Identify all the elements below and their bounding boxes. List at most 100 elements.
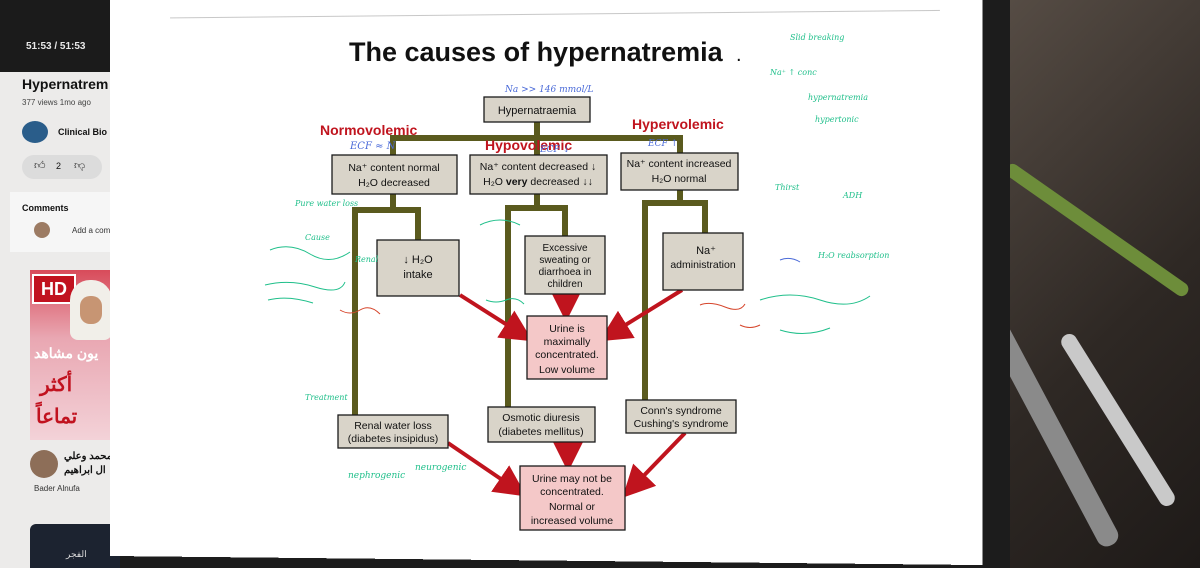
recommended-title-1[interactable]: محمد وعلي	[64, 451, 113, 462]
hyper-content-node: Na⁺ content increased H₂O normal	[620, 152, 739, 191]
urine1-line1: Urine is	[549, 323, 585, 335]
sweat-box	[524, 235, 606, 295]
sweat-line1: Excessive	[542, 243, 587, 254]
admin-line2: administration	[670, 259, 736, 271]
red-scribble-2	[699, 302, 746, 310]
video-player-bar[interactable]	[0, 0, 120, 72]
osmotic-node: Osmotic diuresis (diabetes mellitus)	[487, 406, 596, 443]
green-scribble-5	[779, 327, 831, 334]
arrow-intake-urine	[458, 293, 533, 342]
urine-concentrated-box	[526, 315, 608, 380]
renal-box	[337, 414, 449, 449]
admin-line1: Na⁺	[696, 245, 716, 257]
hypo-line2-post: decreased ↓↓	[527, 176, 592, 188]
thumbnail-face	[80, 296, 102, 324]
hd-badge: HD	[32, 274, 76, 304]
comments-label: Comments	[22, 203, 69, 213]
video-sidebar: 51:53 / 51:53 Hypernatrem 377 views 1mo …	[0, 0, 120, 568]
hypo-content-node: Na⁺ content decreased ↓ H₂O very decreas…	[469, 154, 608, 195]
urine1-line2: maximally	[544, 336, 591, 348]
urine1-line3: concentrated.	[535, 349, 599, 361]
osmotic-box	[487, 406, 596, 443]
arrow-admin-urine	[599, 288, 684, 342]
user-avatar	[34, 222, 50, 238]
green-scribble-6	[479, 219, 521, 226]
note-pure-water: Pure water loss	[294, 199, 358, 208]
normo-content-box	[331, 154, 458, 195]
video-title[interactable]: Hypernatrem	[22, 76, 109, 92]
connector-hypo-right	[534, 205, 568, 239]
connector-hyper-left	[642, 187, 683, 403]
connector-hyper-right	[677, 200, 708, 236]
green-scribble-3	[267, 297, 314, 304]
renal-node: Renal water loss (diabetes insipidus)	[337, 414, 449, 449]
slide-title: The causes of hypernatremia	[349, 37, 724, 67]
recommended-author[interactable]: Bader Alnufa	[34, 484, 80, 493]
hypo-content-line1: Na⁺ content decreased ↓	[480, 161, 596, 173]
hypo-content-box	[469, 154, 608, 195]
normo-content-line2: H₂O decreased	[358, 177, 430, 189]
renal-line2: (diabetes insipidus)	[348, 433, 438, 445]
connector-normo-left	[352, 191, 396, 418]
channel-avatar-2[interactable]	[30, 450, 58, 478]
intake-line1: ↓ H₂O	[403, 254, 433, 266]
intake-box	[376, 239, 460, 297]
sweat-node: Excessive sweating or diarrhoea in child…	[524, 235, 606, 295]
urine1-line4: Low volume	[539, 364, 595, 376]
note-right-6: ADH	[842, 191, 863, 200]
hyper-content-line2: H₂O normal	[652, 173, 707, 185]
note-right-2: Na⁺ ↑ conc	[769, 68, 817, 77]
urine-not-concentrated-node: Urine may not be concentrated. Normal or…	[519, 465, 626, 531]
conn-line1: Conn's syndrome	[640, 405, 722, 417]
like-pill	[22, 155, 102, 179]
category-hypervolemic: Hypervolemic	[632, 116, 724, 132]
intake-line2: intake	[403, 269, 432, 281]
thumbnail-text-3: تماعاً	[36, 406, 78, 428]
conn-node: Conn's syndrome Cushing's syndrome	[625, 399, 737, 434]
like-dislike-group: 👍︎ 2 👎︎	[22, 155, 112, 179]
thumbnail-text-1: يون مشاهد	[34, 345, 99, 361]
bottom-card-label: الفجر	[66, 549, 87, 559]
admin-box	[662, 232, 744, 291]
note-nephrogenic: nephrogenic	[348, 471, 405, 481]
note-right-4: hypertonic	[815, 115, 859, 124]
osmotic-line2: (diabetes mellitus)	[498, 426, 583, 438]
red-arrows	[446, 288, 687, 498]
like-count: 2	[56, 161, 62, 171]
urine2-line1: Urine may not be	[532, 473, 612, 485]
recommended-title-2[interactable]: ال ابراهيم	[64, 465, 106, 476]
thumbs-up-icon[interactable]: 👍︎	[34, 160, 46, 172]
green-scribble-2	[264, 281, 346, 291]
hypo-content-line2: H₂O very decreased ↓↓	[483, 176, 593, 188]
category-hypovolemic: Hypovolemic	[485, 137, 572, 153]
note-right-3: hypernatremia	[808, 93, 868, 102]
sweat-line2: sweating or	[539, 255, 591, 266]
add-comment-input[interactable]: Add a com	[72, 226, 111, 235]
bottom-card[interactable]	[30, 524, 120, 568]
admin-node: Na⁺ administration	[662, 232, 744, 291]
root-label: Hypernatraemia	[498, 105, 577, 117]
connector-hypo-left	[505, 191, 540, 410]
channel-avatar[interactable]	[22, 121, 48, 143]
handwriting-strokes	[264, 219, 871, 334]
hypo-line2-pre: H₂O	[483, 176, 506, 188]
normo-content-node: Na⁺ content normal H₂O decreased	[331, 154, 458, 195]
comments-panel	[10, 192, 120, 252]
renal-line1: Renal water loss	[354, 420, 432, 432]
arrow-renal-urine2	[446, 441, 527, 497]
note-cause: Cause	[305, 233, 330, 242]
urine-not-concentrated-box	[519, 465, 626, 531]
channel-name[interactable]: Clinical Bio	[58, 127, 108, 137]
note-right-1: Slid breaking	[790, 33, 844, 42]
note-neurogenic: neurogenic	[415, 463, 466, 473]
note-ecf-hypo: ECF ↓	[539, 145, 570, 155]
osmotic-line1: Osmotic diuresis	[502, 412, 580, 424]
thumbs-down-icon[interactable]: 👎︎	[74, 160, 86, 172]
arrow-conn-urine2	[622, 431, 687, 498]
root-node: Hypernatraemia	[483, 96, 591, 123]
note-ecf-normo: ECF ≈ N	[349, 141, 397, 152]
green-scribble-1	[269, 246, 351, 260]
slide-title-dot: .	[736, 44, 742, 66]
hyper-content-box	[620, 152, 739, 191]
